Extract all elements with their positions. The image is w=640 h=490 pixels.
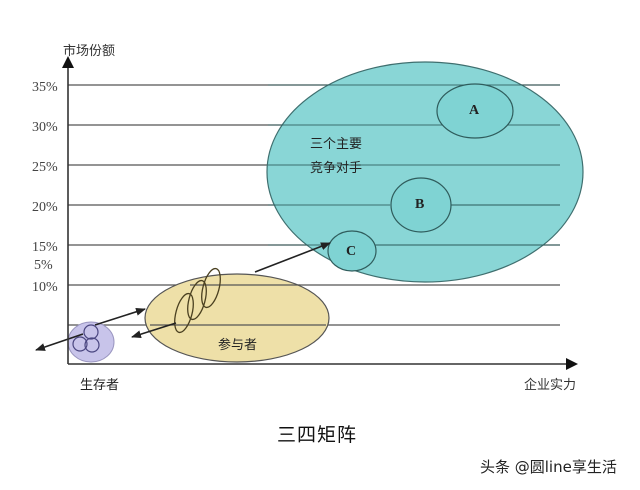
y-tick-35: 35% [32,80,58,95]
main-competitors-label-line2: 竞争对手 [310,161,363,176]
competitor-c-circle [327,230,377,272]
arrow-survivor-exit [35,333,84,351]
y-tick-25: 25% [32,160,58,175]
competitor-c-label: C [346,244,357,259]
grid-lines-over-participants [150,284,326,326]
y-axis-arrow-icon [62,56,74,68]
competitor-a-circle [436,83,514,139]
arrow-participant-to-survivor [131,322,177,339]
competitor-b-label: B [415,197,425,212]
y-tick-15: 15% [32,240,58,255]
participants-ellipse [144,273,330,363]
y-tick-20: 20% [32,200,58,215]
survivors-label: 生存者 [80,378,120,393]
y-tick-10: 10% [32,280,58,295]
y-tick-5: 5% [34,258,53,273]
x-axis-title: 企业实力 [524,378,577,393]
y-axis-title: 市场份额 [63,44,116,59]
growth-loops [174,267,221,334]
participants-label: 参与者 [218,338,258,353]
main-competitors-label-line1: 三个主要 [310,137,363,152]
y-tick-30: 30% [32,120,58,135]
watermark: 头条 @圆line享生活 [480,458,617,476]
arrows [35,242,331,351]
axes [62,56,578,370]
survivors-inner-circles [72,324,100,353]
diagram-caption: 三四矩阵 [277,424,358,446]
arrow-participant-to-competitor [254,242,331,273]
arrow-survivor-to-participant [94,307,146,326]
competitor-a-label: A [469,103,480,118]
x-axis-arrow-icon [566,358,578,370]
survivors-circle [67,321,115,363]
